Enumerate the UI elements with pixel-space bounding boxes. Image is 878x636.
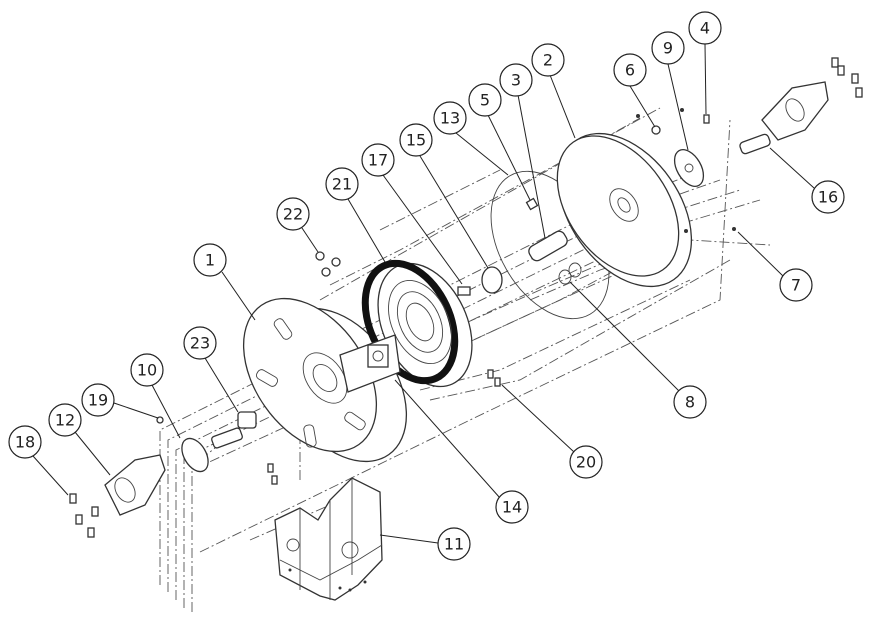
svg-text:4: 4 <box>700 19 710 38</box>
svg-text:18: 18 <box>15 433 35 452</box>
svg-text:9: 9 <box>663 39 673 58</box>
svg-text:20: 20 <box>576 453 596 472</box>
svg-text:22: 22 <box>283 205 303 224</box>
svg-text:5: 5 <box>480 91 490 110</box>
fasteners <box>69 57 863 538</box>
rear-bearing-housing <box>761 81 829 141</box>
callout-17: 17 <box>361 143 463 285</box>
svg-text:13: 13 <box>440 109 460 128</box>
svg-text:19: 19 <box>88 391 108 410</box>
callouts: 1 2 3 4 5 6 7 <box>8 11 845 561</box>
callout-7: 7 <box>737 231 813 302</box>
callout-9: 9 <box>651 31 689 151</box>
callout-16: 16 <box>769 147 845 214</box>
svg-text:1: 1 <box>205 251 215 270</box>
svg-text:8: 8 <box>685 393 695 412</box>
svg-text:15: 15 <box>406 131 426 150</box>
stand-part-11 <box>274 477 383 601</box>
swivel-part-16 <box>739 133 771 155</box>
bracket-part-14 <box>339 334 401 393</box>
svg-text:12: 12 <box>55 411 75 430</box>
callout-14: 14 <box>394 379 529 524</box>
callout-1: 1 <box>193 243 256 321</box>
callout-18: 18 <box>8 425 69 496</box>
hub-plate-part-9 <box>673 149 705 187</box>
svg-text:2: 2 <box>543 51 553 70</box>
callout-2: 2 <box>531 43 576 139</box>
drum-part-21 <box>361 259 473 388</box>
callout-6: 6 <box>613 53 656 128</box>
callout-4: 4 <box>688 11 722 115</box>
callout-3: 3 <box>499 63 546 239</box>
svg-text:11: 11 <box>444 535 464 554</box>
callout-8: 8 <box>569 281 707 419</box>
callout-11: 11 <box>379 527 471 561</box>
swivel-fitting-part-23 <box>211 411 257 449</box>
hub-plate-part-10 <box>181 437 209 473</box>
callout-21: 21 <box>325 167 386 263</box>
callout-5: 5 <box>468 83 531 201</box>
callout-13: 13 <box>433 101 509 176</box>
callout-23: 23 <box>183 326 239 413</box>
svg-text:21: 21 <box>332 175 352 194</box>
callout-22: 22 <box>276 197 319 253</box>
svg-text:16: 16 <box>818 188 838 207</box>
svg-text:14: 14 <box>502 498 522 517</box>
rear-flange-part-2 <box>556 132 693 288</box>
callout-19: 19 <box>81 383 159 419</box>
svg-text:17: 17 <box>368 151 388 170</box>
svg-text:6: 6 <box>625 61 635 80</box>
svg-text:10: 10 <box>137 361 157 380</box>
callout-12: 12 <box>48 403 111 476</box>
small-parts <box>457 197 582 296</box>
callout-15: 15 <box>399 123 489 269</box>
svg-text:7: 7 <box>791 276 801 295</box>
svg-text:3: 3 <box>511 71 521 90</box>
svg-text:23: 23 <box>190 334 210 353</box>
callout-10: 10 <box>130 353 181 439</box>
front-bearing-housing-part-12 <box>104 454 166 516</box>
callout-20: 20 <box>501 384 603 479</box>
